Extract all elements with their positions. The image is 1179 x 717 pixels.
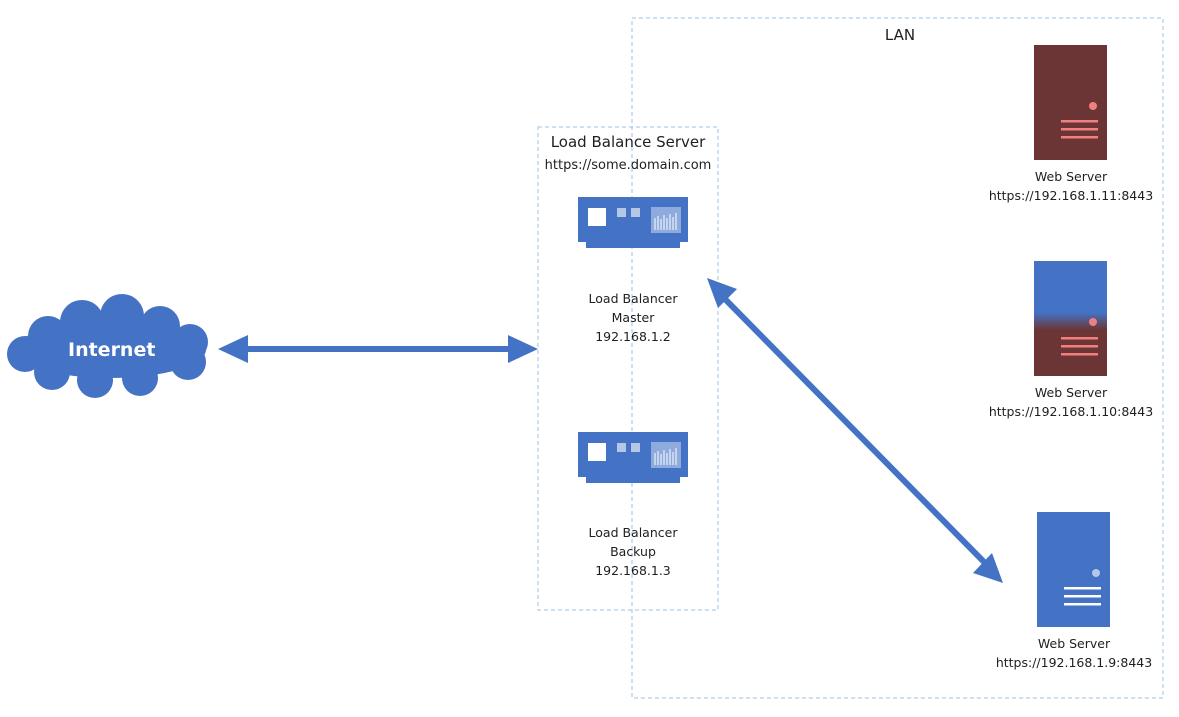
web-server-9-label: Web Server https://192.168.1.9:8443 <box>988 634 1160 672</box>
web-server-11-name: Web Server <box>1034 169 1108 184</box>
load-balance-group-title: Load Balance Server <box>550 133 706 151</box>
web-server-9-url: https://192.168.1.9:8443 <box>995 655 1153 670</box>
web-server-11-label: Web Server https://192.168.1.11:8443 <box>985 167 1157 205</box>
web-server-10-icon <box>1034 261 1107 376</box>
load-balancer-backup-icon <box>578 432 688 483</box>
load-balance-group-url: https://some.domain.com <box>544 158 712 173</box>
lan-label: LAN <box>884 26 916 44</box>
load-balancer-backup-label: Load Balancer Backup 192.168.1.3 <box>568 523 698 580</box>
load-balancer-master-icon <box>578 197 688 248</box>
web-server-10-label: Web Server https://192.168.1.10:8443 <box>985 383 1157 421</box>
load-balancer-master-ip: 192.168.1.2 <box>595 329 671 344</box>
load-balancer-master-name: Load Balancer <box>588 291 678 306</box>
load-balancer-master-role: Master <box>611 310 655 325</box>
backend-link-arrow <box>707 278 1003 583</box>
web-server-10-name: Web Server <box>1034 385 1108 400</box>
web-server-10-url: https://192.168.1.10:8443 <box>988 404 1154 419</box>
web-server-11-icon <box>1034 45 1107 160</box>
load-balancer-backup-role: Backup <box>610 544 656 559</box>
load-balancer-backup-ip: 192.168.1.3 <box>595 563 671 578</box>
load-balance-group-boundary <box>537 126 719 611</box>
load-balancer-master-label: Load Balancer Master 192.168.1.2 <box>568 289 698 346</box>
web-server-9-name: Web Server <box>1037 636 1111 651</box>
lan-boundary <box>631 17 1164 699</box>
internet-label: Internet <box>68 339 156 361</box>
internet-link-arrow <box>218 335 538 363</box>
load-balancer-backup-name: Load Balancer <box>588 525 678 540</box>
web-server-9-icon <box>1037 512 1110 627</box>
internet-cloud-icon <box>7 294 208 398</box>
web-server-11-url: https://192.168.1.11:8443 <box>988 188 1154 203</box>
